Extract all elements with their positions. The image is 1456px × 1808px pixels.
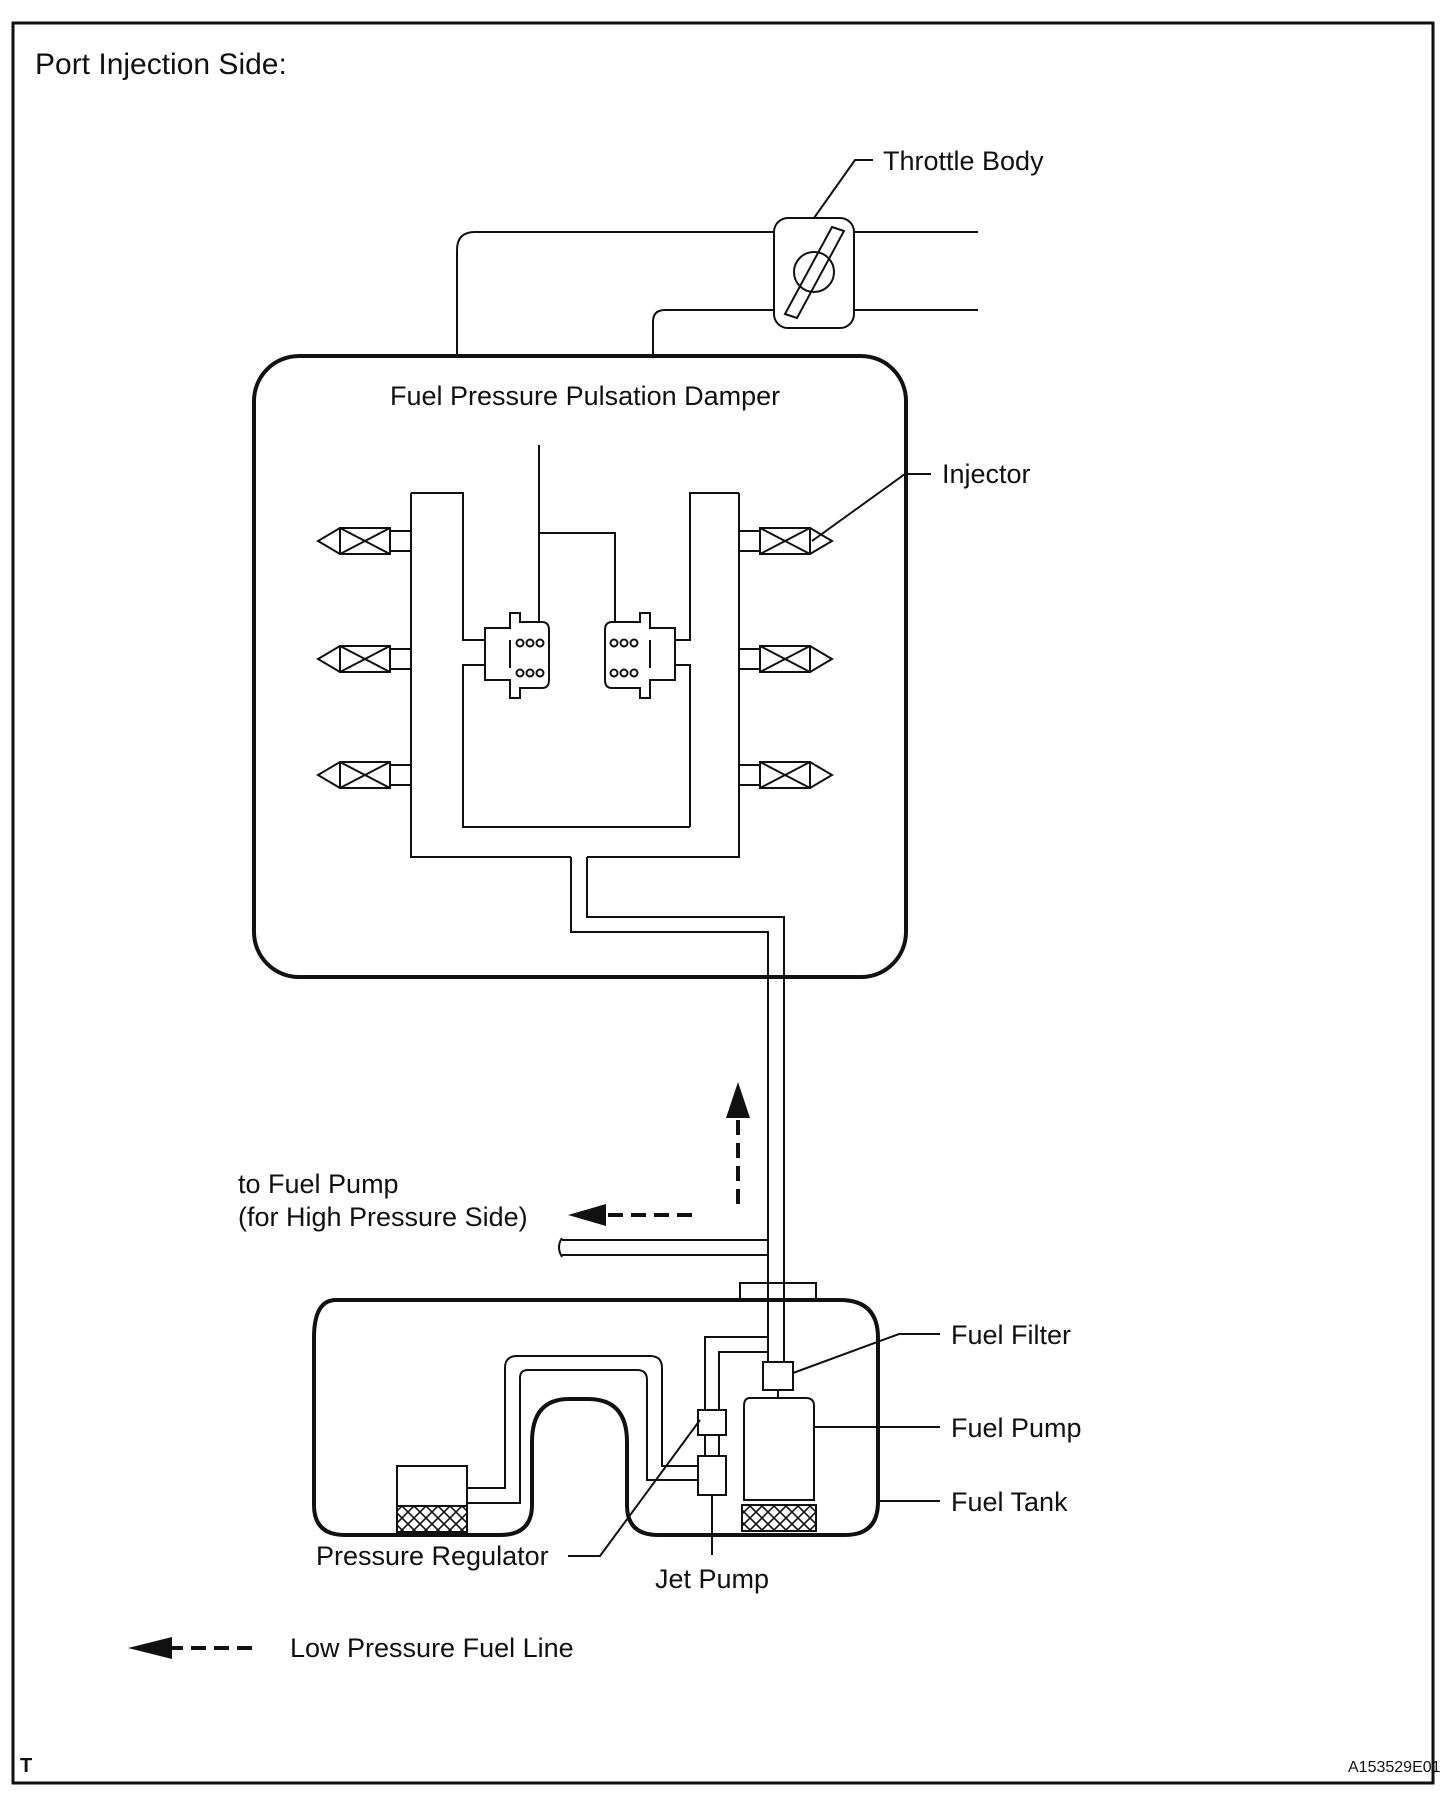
throttle-plate	[783, 225, 846, 320]
delivery-pipe-box	[252, 354, 908, 979]
pulsation-damper-left	[484, 612, 550, 699]
corner-mark: T	[20, 1755, 32, 1777]
jet-pump-label: Jet Pump	[655, 1564, 769, 1594]
injector-leader	[811, 473, 931, 542]
damper-connector-lines	[538, 445, 616, 622]
pulsation-damper-right	[604, 612, 676, 699]
injector-left-2	[316, 645, 412, 673]
throttle-body	[773, 217, 855, 329]
flow-arrow-left	[568, 1204, 692, 1226]
left-fuel-rail	[410, 492, 690, 858]
fuel-tank	[312, 1282, 880, 1537]
legend-arrow-icon	[128, 1637, 252, 1659]
regulator-return-line	[467, 1355, 698, 1504]
jet-pump-upper	[697, 1409, 727, 1436]
fuel-filter	[762, 1361, 794, 1391]
pressure-regulator-label: Pressure Regulator	[316, 1541, 549, 1571]
intake-pipes	[456, 231, 978, 355]
fuel-filter-leader	[792, 1333, 940, 1374]
injector-left-1	[316, 527, 412, 555]
fuel-filter-label: Fuel Filter	[951, 1320, 1071, 1350]
throttle-body-label: Throttle Body	[883, 146, 1044, 176]
pressure-regulator-leader	[568, 1419, 701, 1557]
injector-left-3	[316, 761, 412, 789]
throttle-body-leader	[813, 159, 873, 219]
fuel-pump	[741, 1390, 817, 1532]
page-frame	[11, 21, 1435, 1785]
jet-pump-lower	[697, 1455, 727, 1496]
flow-arrow-up	[726, 1082, 750, 1204]
injector-right-1	[738, 527, 834, 555]
fuel-pump-label: Fuel Pump	[951, 1413, 1082, 1443]
injector-right-3	[738, 761, 834, 789]
fuel-tank-label: Fuel Tank	[951, 1487, 1068, 1517]
to-fuel-pump-sublabel: (for High Pressure Side)	[238, 1202, 528, 1232]
page-title: Port Injection Side:	[35, 48, 287, 81]
injector-right-2	[738, 645, 834, 673]
legend-label: Low Pressure Fuel Line	[290, 1633, 574, 1663]
to-fuel-pump-label: to Fuel Pump	[238, 1169, 399, 1199]
damper-label: Fuel Pressure Pulsation Damper	[390, 381, 780, 411]
fuel-supply-line	[570, 857, 785, 1362]
figure-code: A153529E01	[1348, 1759, 1441, 1776]
high-pressure-branch-line	[558, 1237, 768, 1258]
pressure-regulator	[396, 1465, 468, 1533]
injector-label: Injector	[942, 459, 1031, 489]
right-fuel-rail	[587, 492, 740, 858]
